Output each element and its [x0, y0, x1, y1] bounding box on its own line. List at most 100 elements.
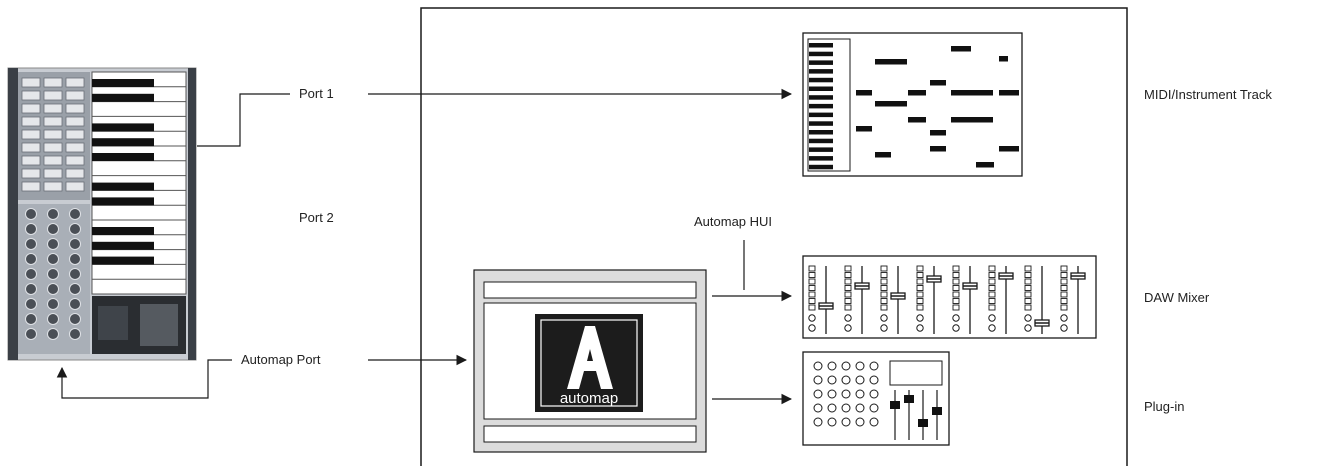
mixer-led: [1024, 272, 1032, 278]
mixer-led: [880, 291, 888, 298]
plugin-knobs: [813, 361, 879, 427]
mixer-led: [952, 291, 960, 298]
piano-black-key: [809, 77, 833, 83]
mixer-knob: [808, 314, 816, 322]
black-key: [92, 138, 154, 147]
plugin-faders: [890, 390, 942, 440]
mixer-led: [1060, 285, 1068, 291]
mixer-led: [1060, 304, 1068, 311]
mixer-knob: [952, 324, 960, 332]
mixer-led: [952, 285, 960, 291]
automap-hui-label: Automap HUI: [694, 214, 773, 229]
controller-button: [21, 90, 41, 101]
mixer-led: [952, 272, 960, 278]
piano-roll-notes: [856, 46, 1019, 168]
plugin-knob: [827, 403, 837, 413]
controller-knob: [47, 268, 59, 280]
mixer-led: [916, 265, 924, 272]
daw-mixer-panel: [802, 255, 1097, 339]
mixer-led: [880, 304, 888, 311]
controller-button: [65, 168, 85, 179]
controller-knob: [25, 208, 37, 220]
plugin-knob: [869, 403, 879, 413]
piano-black-key: [809, 60, 833, 65]
controller-knob: [69, 253, 81, 265]
plugin-fader-cap: [932, 407, 942, 415]
controller-button: [21, 168, 41, 179]
daw-mixer-label: DAW Mixer: [1144, 290, 1210, 305]
mixer-led: [916, 291, 924, 298]
controller-button: [21, 116, 41, 127]
black-key: [92, 153, 154, 161]
mixer-led: [808, 291, 816, 298]
piano-black-key: [809, 156, 833, 161]
controller-knob: [69, 298, 81, 310]
plugin-knob: [841, 417, 851, 427]
controller-knob: [25, 313, 37, 325]
mixer-led: [916, 298, 924, 304]
piano-black-key: [809, 86, 833, 91]
mixer-led: [952, 304, 960, 311]
port2-label: Port 2: [299, 210, 334, 225]
mixer-led: [808, 285, 816, 291]
piano-black-key: [809, 138, 833, 144]
controller-knob: [47, 238, 59, 250]
plugin-knob: [869, 361, 879, 371]
controller-button: [43, 90, 63, 101]
controller-knobs: [25, 208, 81, 340]
plugin-knob: [813, 375, 823, 385]
controller-knob: [25, 268, 37, 280]
plugin-knob: [827, 361, 837, 371]
controller-knob: [47, 283, 59, 295]
controller-button: [43, 116, 63, 127]
mixer-led: [808, 298, 816, 304]
midi-note: [875, 152, 891, 158]
mixer-led: [808, 272, 816, 278]
plugin-knob: [869, 417, 879, 427]
black-key: [92, 123, 154, 132]
controller-button: [43, 129, 63, 140]
controller-button: [43, 77, 63, 88]
mixer-led: [844, 272, 852, 278]
plugin-knob: [813, 417, 823, 427]
plugin-knob: [869, 389, 879, 399]
controller-knob: [69, 223, 81, 235]
controller-button: [65, 90, 85, 101]
mixer-knob: [1024, 314, 1032, 322]
mixer-knob: [952, 314, 960, 322]
mixer-led: [1024, 298, 1032, 304]
automap-return-line: [56, 359, 232, 399]
mixer-knob: [916, 314, 924, 322]
mixer-led: [844, 304, 852, 311]
plugin-knob: [841, 403, 851, 413]
mixer-knob: [916, 324, 924, 332]
plugin-fader-cap: [890, 401, 900, 409]
controller-knob: [47, 313, 59, 325]
automap-window: [473, 269, 707, 453]
controller-button: [21, 129, 41, 140]
controller-knob: [25, 223, 37, 235]
controller-button: [65, 103, 85, 114]
piano-black-key: [809, 95, 833, 100]
midi-note: [999, 56, 1008, 62]
black-key: [92, 227, 154, 235]
mixer-led: [880, 278, 888, 285]
mixer-led: [844, 291, 852, 298]
controller-knob: [69, 208, 81, 220]
controller-button: [43, 181, 63, 192]
black-key: [92, 79, 154, 87]
mixer-led: [1060, 278, 1068, 285]
piano-roll-panel: [802, 32, 1023, 177]
mixer-led: [916, 278, 924, 285]
controller-knob: [47, 298, 59, 310]
mixer-knob: [880, 324, 888, 332]
mixer-led: [880, 285, 888, 291]
controller-knob: [25, 253, 37, 265]
mixer-led: [988, 298, 996, 304]
daw-region-border: [420, 7, 1128, 466]
plugin-knob: [855, 389, 865, 399]
controller-buttons: [21, 77, 85, 192]
controller-button: [43, 142, 63, 153]
controller-button: [43, 155, 63, 166]
plugin-knob: [841, 375, 851, 385]
